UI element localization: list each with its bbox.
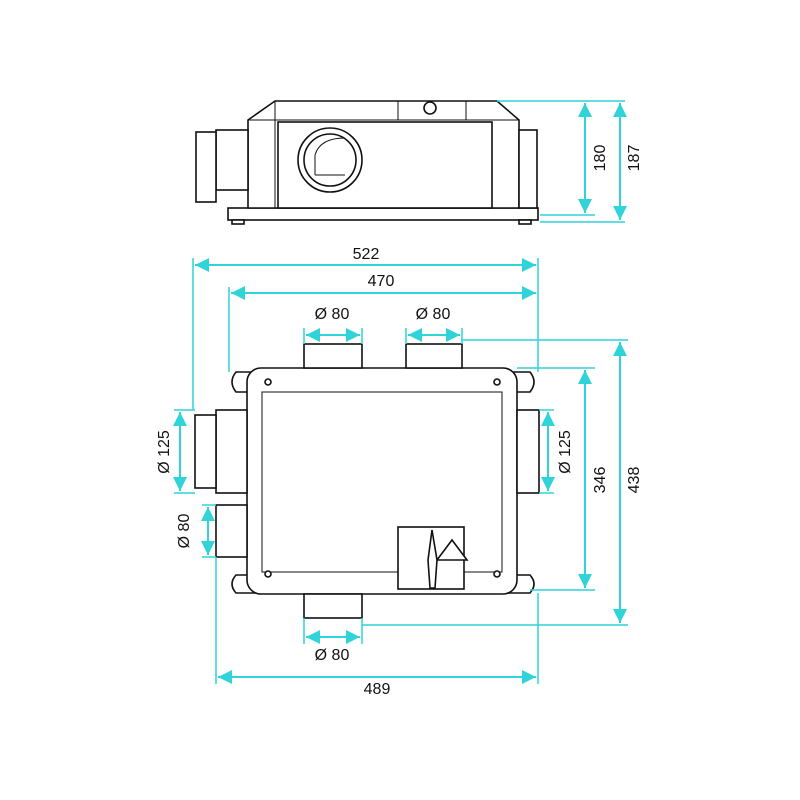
plan-view-unit [194, 343, 540, 619]
bottom-duct-label: Ø 80 [314, 647, 350, 664]
width-total-label: 522 [352, 246, 380, 263]
plan-view-dimensions [173, 258, 628, 684]
depth-total-label: 438 [626, 466, 643, 494]
right-duct-label: Ø 125 [557, 430, 574, 474]
height-body-label: 180 [592, 144, 609, 172]
left-small-duct-label: Ø 80 [176, 513, 193, 549]
left-large-duct-label: Ø 125 [156, 430, 173, 474]
top-left-duct-label: Ø 80 [314, 306, 350, 323]
side-view-dimensions [497, 100, 627, 223]
height-total-label: 187 [626, 144, 643, 172]
electric-hazard-icon [435, 538, 469, 561]
width-body-label: 470 [367, 273, 395, 290]
depth-body-label: 346 [592, 466, 609, 494]
width-feet-label: 489 [363, 681, 391, 698]
side-view-unit [195, 100, 539, 225]
top-right-duct-label: Ø 80 [415, 306, 451, 323]
